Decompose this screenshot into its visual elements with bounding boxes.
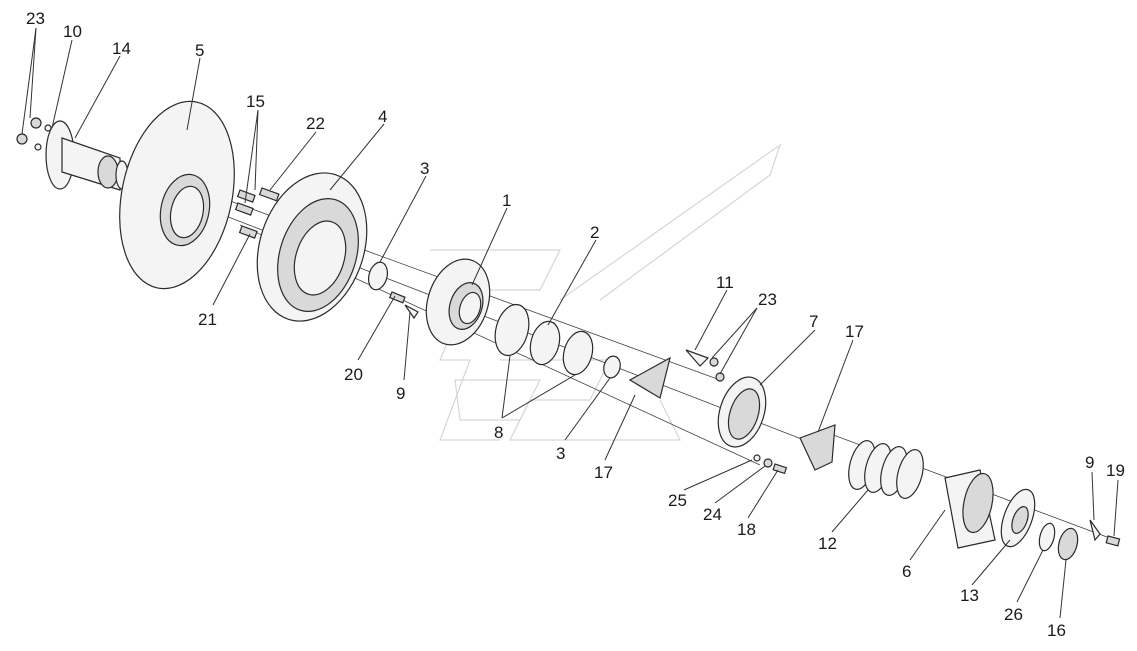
callout-20: 20 [344, 365, 363, 384]
callout-23: 23 [26, 9, 45, 28]
part-20-bolt [388, 291, 419, 320]
callout-2: 2 [590, 223, 599, 242]
callout-23: 23 [758, 290, 777, 309]
callout-11: 11 [716, 273, 734, 292]
callout-9: 9 [396, 384, 405, 403]
callout-10: 10 [63, 22, 82, 41]
part-7-flange-ring [717, 376, 767, 448]
callout-19: 19 [1106, 461, 1125, 480]
callout-4: 4 [378, 107, 387, 126]
part-4-hub-plate [256, 172, 368, 322]
part-12-springs [848, 440, 924, 499]
part-11-plate [685, 349, 725, 382]
part-6-cylinder [944, 469, 996, 549]
callout-26: 26 [1004, 605, 1023, 624]
callout-12: 12 [818, 534, 837, 553]
callout-7: 7 [809, 312, 818, 331]
callout-14: 14 [112, 39, 131, 58]
callout-3: 3 [420, 159, 429, 178]
callout-22: 22 [306, 114, 325, 133]
callout-9: 9 [1085, 453, 1094, 472]
part-23-nuts [16, 117, 52, 151]
part-17-cover [628, 356, 836, 471]
callout-6: 6 [902, 562, 911, 581]
part-26-16-rings [1038, 522, 1079, 561]
part-9-19-bolt [1089, 519, 1121, 547]
part-15-bolts [234, 187, 280, 239]
callout-18: 18 [737, 520, 756, 539]
callout-5: 5 [195, 41, 204, 60]
callout-labels: 23 10 14 5 15 22 4 3 1 2 21 20 9 8 3 17 … [26, 9, 1125, 640]
callout-13: 13 [960, 586, 979, 605]
part-3-ring [367, 261, 389, 291]
part-1-hub [425, 258, 491, 346]
callout-17: 17 [845, 322, 864, 341]
callout-8: 8 [494, 423, 503, 442]
callout-25: 25 [668, 491, 687, 510]
callout-3: 3 [556, 444, 565, 463]
part-5-brake-disc [119, 100, 235, 290]
part-13-disc [1000, 488, 1036, 548]
callout-17: 17 [594, 463, 613, 482]
callout-16: 16 [1047, 621, 1066, 640]
callout-15: 15 [246, 92, 265, 111]
part-8-seals [494, 303, 621, 379]
callout-21: 21 [198, 310, 217, 329]
callout-24: 24 [703, 505, 722, 524]
callout-1: 1 [502, 191, 511, 210]
part-14-shaft [45, 120, 129, 191]
part-25-24-18 [753, 454, 788, 475]
leader-lines [21, 27, 1119, 619]
